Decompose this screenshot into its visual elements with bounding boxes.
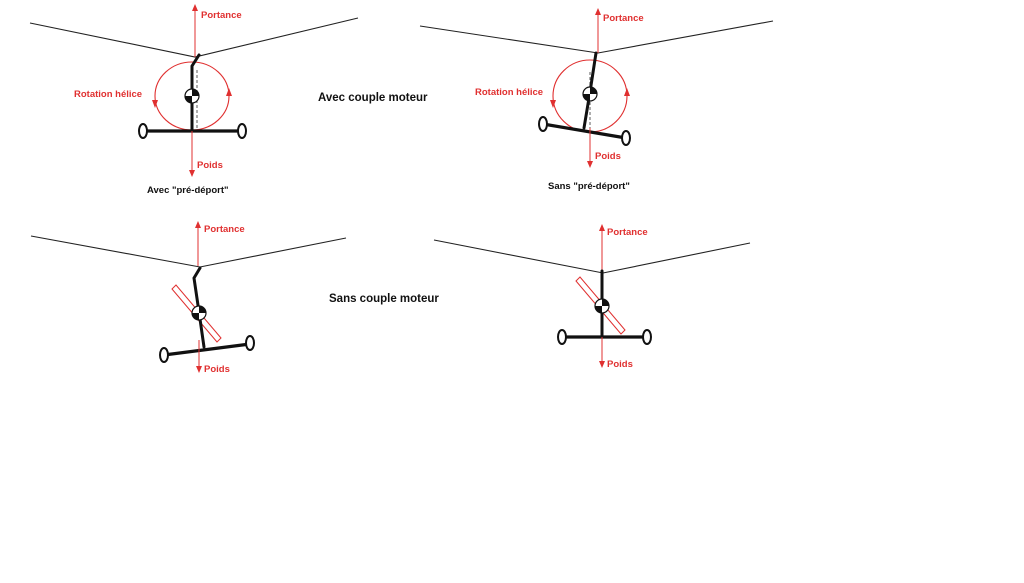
weight-arrow-head — [189, 170, 195, 177]
mast — [190, 53, 201, 132]
panel-top-left: Portance Rotation hélice Poids Avec "pré… — [29, 4, 359, 196]
title-with-torque: Avec couple moteur — [318, 92, 428, 104]
wing — [29, 17, 359, 58]
weight-label: Poids — [607, 359, 633, 370]
wheel-right — [237, 123, 247, 139]
wing — [419, 20, 774, 54]
wing — [433, 239, 751, 274]
wheel-right — [245, 335, 255, 351]
wheel-right — [621, 130, 631, 146]
weight-label: Poids — [197, 160, 223, 171]
wheel-left — [159, 347, 169, 363]
wheel-left — [138, 123, 148, 139]
lift-arrow-head — [195, 221, 201, 228]
lift-label: Portance — [201, 10, 242, 21]
rotation-arrow-left — [550, 100, 556, 108]
mast — [192, 266, 206, 349]
lift-arrow-head — [595, 8, 601, 15]
axle — [163, 342, 251, 357]
axle — [542, 122, 627, 140]
lift-label: Portance — [204, 224, 245, 235]
prop-rotation-label: Rotation hélice — [74, 89, 142, 100]
caption-with-pre-offset: Avec "pré-déport" — [147, 185, 229, 196]
rotation-arrow-right — [624, 88, 630, 96]
weight-arrow-head — [196, 366, 202, 373]
lift-arrow-head — [599, 224, 605, 231]
weight-label: Poids — [204, 364, 230, 375]
rotation-arrow-right — [226, 88, 232, 96]
prop-rotation-label: Rotation hélice — [475, 87, 543, 98]
panel-top-right: Portance Rotation hélice Poids Sans "pré… — [419, 8, 774, 192]
lift-label: Portance — [607, 227, 648, 238]
panel-bottom-right: Portance Poids — [433, 224, 751, 370]
wheel-right — [642, 329, 652, 345]
wing — [30, 235, 347, 268]
panel-bottom-left: Portance Poids — [30, 221, 347, 375]
lift-label: Portance — [603, 13, 644, 24]
wheel-left — [557, 329, 567, 345]
lift-arrow-head — [192, 4, 198, 11]
wheel-left — [538, 116, 548, 132]
caption-without-pre-offset: Sans "pré-déport" — [548, 181, 630, 192]
title-without-torque: Sans couple moteur — [329, 293, 439, 305]
weight-label: Poids — [595, 151, 621, 162]
weight-arrow-head — [587, 161, 593, 168]
cg-symbol — [594, 298, 610, 314]
cg-symbol — [582, 86, 598, 102]
cg-symbol — [191, 305, 207, 321]
cg-symbol — [184, 88, 200, 104]
rotation-arrow-left — [152, 100, 158, 108]
weight-arrow-head — [599, 361, 605, 368]
